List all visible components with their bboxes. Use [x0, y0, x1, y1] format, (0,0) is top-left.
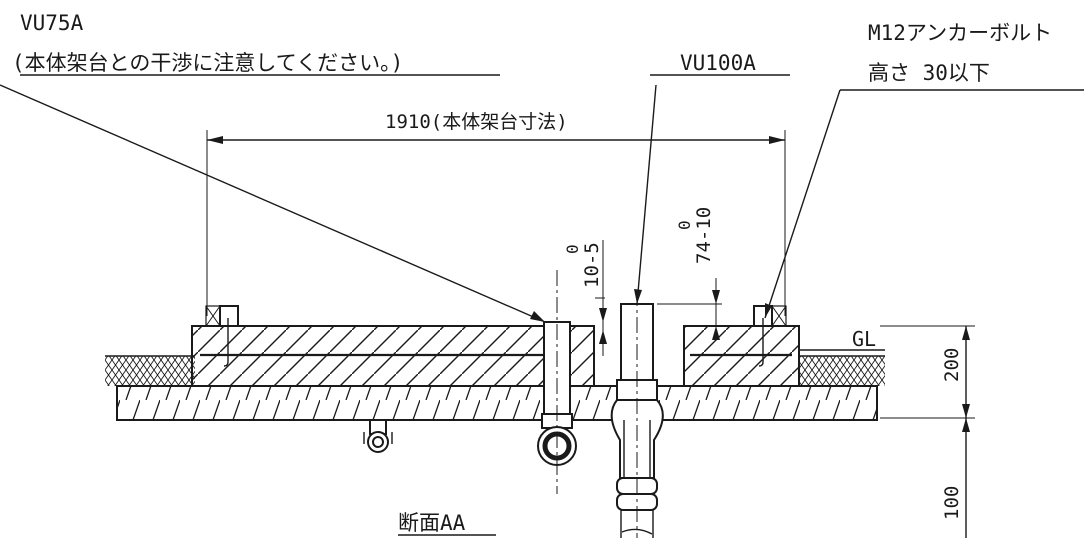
vu100a-pipe — [610, 290, 664, 538]
vu75a-label: VU75A — [20, 11, 84, 35]
height-dimension — [880, 325, 975, 538]
soil-layer — [105, 355, 885, 386]
section-title: 断面AA — [398, 511, 466, 535]
width-dimension-label: 1910(本体架台寸法) — [385, 111, 568, 133]
svg-text:10-5: 10-5 — [581, 242, 603, 288]
vu100a-label: VU100A — [680, 51, 756, 75]
anchor-bolt-label: M12アンカーボルト — [868, 21, 1052, 45]
svg-text:0: 0 — [675, 220, 694, 230]
tolerance-dim-10 — [595, 240, 607, 356]
vu75a-note: (本体架台との干渉に注意してください。) — [12, 51, 403, 75]
vu100a-leader — [634, 74, 790, 305]
base-slab — [116, 385, 878, 421]
anchor-height-label: 高さ 30以下 — [868, 61, 990, 85]
tolerance-dim-74 — [657, 278, 722, 340]
width-dimension — [206, 130, 786, 316]
svg-text:74-10: 74-10 — [693, 207, 715, 264]
tolerance-10-label: 10-5 0 — [563, 242, 603, 288]
anchor-bolt-left — [205, 305, 239, 367]
concrete-foundation — [191, 325, 885, 387]
svg-text:0: 0 — [563, 244, 582, 254]
vu75a-pipe — [537, 270, 577, 494]
anchor-leader — [764, 89, 1084, 319]
dim-200-label: 200 — [941, 348, 963, 382]
dim-100-label: 100 — [941, 486, 963, 520]
small-drain-pipe — [363, 419, 393, 453]
tolerance-74-label: 74-10 0 — [675, 207, 715, 264]
gl-label: GL — [852, 327, 876, 351]
vu75a-leader — [0, 74, 546, 323]
